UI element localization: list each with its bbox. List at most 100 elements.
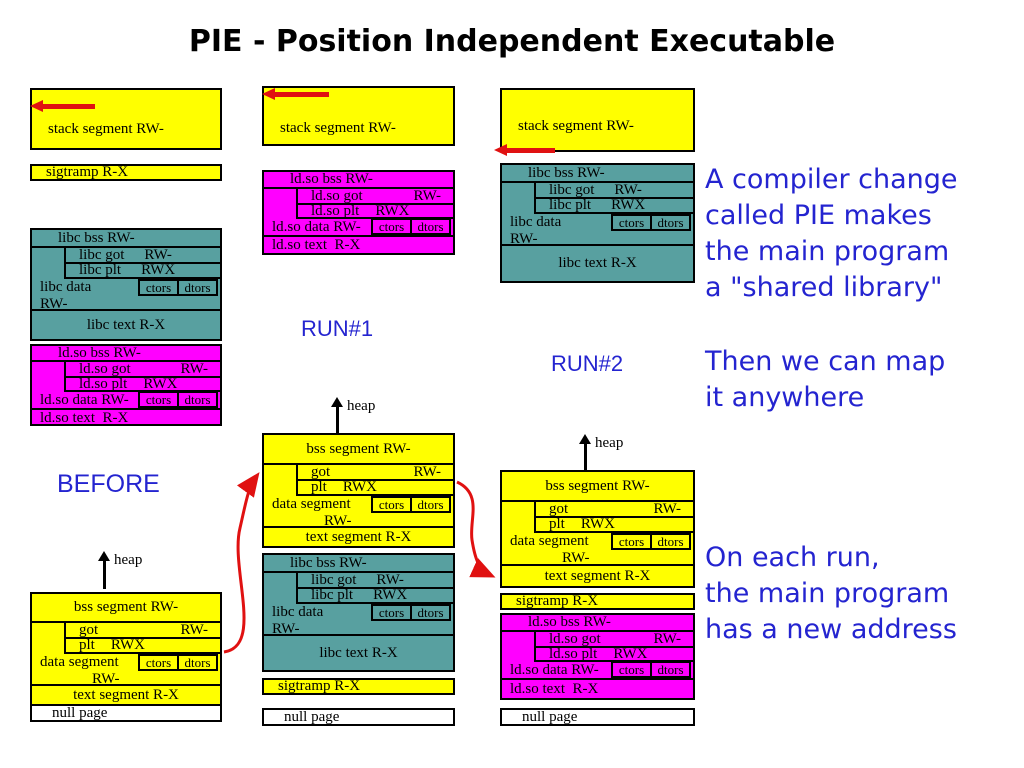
libc-plt-perm: RWX <box>373 587 408 603</box>
main-got-perm: RW- <box>413 463 441 480</box>
null-page-label: null page <box>284 708 340 725</box>
null-page-before: null page <box>30 704 222 722</box>
sigtramp-bar-run1: sigtramp R-X <box>262 678 455 695</box>
heap-arrow-before: heap <box>98 551 168 593</box>
libc-bss-row: libc bss RW- <box>264 555 453 573</box>
main-got-perm: RW- <box>653 500 681 517</box>
heap-arrow-run2: heap <box>579 434 649 476</box>
annotation-line: the main program <box>705 578 950 609</box>
main-data-label: data segment <box>272 496 351 512</box>
ldso-plt-perm: RWX <box>375 202 410 219</box>
annotation-line: a "shared library" <box>705 272 943 303</box>
ldso-got-perm: RW- <box>180 360 208 377</box>
dtors-box: dtors <box>410 218 451 235</box>
main-text-label: text segment R-X <box>305 528 412 545</box>
main-plt-perm: RWX <box>580 516 616 532</box>
ldso-data-label: ld.so data RW- <box>510 662 599 678</box>
ldso-got-label: ld.so got <box>549 630 601 647</box>
main-text-label: text segment R-X <box>544 567 651 584</box>
libc-text-row: libc text R-X <box>264 634 453 670</box>
libc-plt-label: libc plt <box>79 262 122 278</box>
ctors-box: ctors <box>138 279 179 296</box>
main-plt-label: plt <box>549 516 565 532</box>
main-plt-row: plt RWX <box>534 516 693 533</box>
libc-plt-label: libc plt <box>549 197 592 213</box>
main-text-row: text segment R-X <box>264 526 453 546</box>
ldso-got-perm: RW- <box>653 630 681 647</box>
dtors-box: dtors <box>650 214 691 231</box>
ldso-bss-row: ld.so bss RW- <box>264 171 453 189</box>
main-data-label: data segment <box>510 533 589 549</box>
ldso-data-label: ld.so data RW- <box>272 219 361 235</box>
main-data-label: data segment <box>40 654 119 670</box>
dtors-box: dtors <box>410 604 451 621</box>
heap-arrowhead-icon <box>331 397 343 407</box>
arrow-head-icon <box>494 144 507 156</box>
stack-pointer-arrow-run2 <box>494 144 560 157</box>
annotation-each-run: On each run, the main program has a new … <box>705 540 957 648</box>
libc-bss-row: libc bss RW- <box>32 230 220 248</box>
libc-text-label: libc text R-X <box>319 644 398 661</box>
ldso-bss-label: ld.so bss RW- <box>58 344 141 361</box>
ldso-text-row: ld.so text R-X <box>32 408 220 427</box>
null-page-run1: null page <box>262 708 455 726</box>
ctors-box: ctors <box>611 214 652 231</box>
main-got-label: got <box>549 500 569 517</box>
libc-bss-label: libc bss RW- <box>290 554 367 571</box>
ctors-box: ctors <box>371 218 412 235</box>
libc-bss-label: libc bss RW- <box>528 164 605 181</box>
run2-label: RUN#2 <box>551 351 624 376</box>
dtors-box: dtors <box>177 391 218 408</box>
annotation-line: has a new address <box>705 614 957 645</box>
ldso-got-row: ld.so got RW- <box>534 630 693 648</box>
ldso-plt-label: ld.so plt <box>79 375 128 392</box>
stack-box-before: stack segment RW- <box>30 88 222 150</box>
dtors-box: dtors <box>650 533 691 550</box>
libc-got-perm: RW- <box>376 571 404 588</box>
arrow-shaft <box>505 148 555 153</box>
annotation-compiler-change: A compiler change called PIE makes the m… <box>705 162 958 306</box>
annotation-line: On each run, <box>705 542 880 573</box>
libc-bss-label: libc bss RW- <box>58 229 135 246</box>
stack-label-run2: stack segment RW- <box>518 118 634 134</box>
ldso-text-label: ld.so text R-X <box>510 680 599 697</box>
null-page-label: null page <box>52 704 108 721</box>
sigtramp-label: sigtramp R-X <box>46 164 129 180</box>
ldso-text-row: ld.so text R-X <box>264 235 453 254</box>
libc-text-row: libc text R-X <box>32 309 220 339</box>
stack-pointer-arrow-before <box>30 100 98 113</box>
main-plt-label: plt <box>311 479 327 495</box>
ldso-bss-label: ld.so bss RW- <box>528 614 611 630</box>
main-plt-label: plt <box>79 637 95 653</box>
main-got-label: got <box>311 463 331 480</box>
dtors-box: dtors <box>650 661 691 678</box>
libc-bss-row: libc bss RW- <box>502 165 693 183</box>
heap-label: heap <box>347 398 376 414</box>
heap-label: heap <box>114 552 143 568</box>
heap-arrow-line <box>336 406 339 435</box>
stack-box-run2: stack segment RW- <box>500 88 695 152</box>
ldso-bss-row: ld.so bss RW- <box>502 614 693 632</box>
slide-title: PIE - Position Independent Executable <box>188 24 836 59</box>
